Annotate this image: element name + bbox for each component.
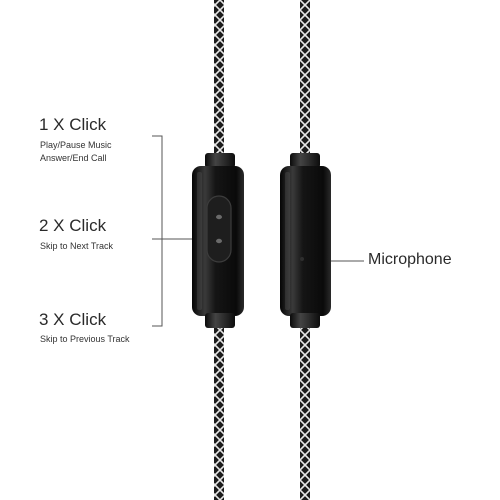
microphone-housing [280, 153, 331, 328]
right-cable-upper [300, 0, 310, 158]
remote-control-housing [192, 153, 244, 328]
right-cable-lower [300, 328, 310, 500]
mic-hole-icon [300, 257, 304, 261]
double-click-title: 2 X Click [39, 216, 107, 235]
single-click-title: 1 X Click [39, 115, 107, 134]
triple-click-title: 3 X Click [39, 310, 107, 329]
button-dot-bottom-icon [216, 238, 222, 244]
single-click-desc-1: Play/Pause Music [40, 140, 112, 150]
microphone-label: Microphone [368, 251, 452, 268]
leader-lines [152, 135, 364, 327]
left-cable-lower [214, 328, 224, 500]
remote-button [206, 195, 232, 263]
single-click-desc-2: Answer/End Call [40, 153, 107, 163]
left-cable-upper [214, 0, 224, 158]
triple-click-desc: Skip to Previous Track [40, 334, 130, 344]
button-dot-top-icon [216, 214, 222, 220]
bracket-line [152, 135, 163, 327]
double-click-desc: Skip to Next Track [40, 241, 114, 251]
